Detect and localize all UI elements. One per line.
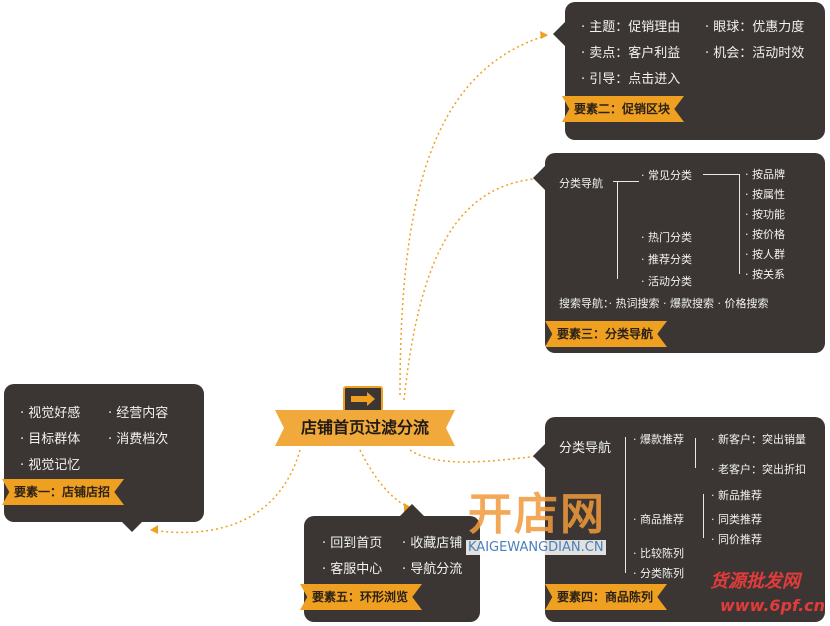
el4-compare: · 比较陈列 (633, 547, 684, 560)
connector-to-el1 (149, 449, 301, 534)
el3-root: 分类导航 (559, 177, 603, 190)
el4-ribbon: 要素四：商品陈列 (545, 584, 668, 610)
el2-item-1: · 主题：促销理由 (581, 20, 681, 35)
el3-act: · 活动分类 (641, 275, 692, 288)
connector-to-el5 (359, 449, 413, 509)
el2-item-2: · 眼球：优惠力度 (705, 20, 805, 35)
el3-line-leaves (739, 174, 740, 274)
el3-leaf-2: · 按属性 (745, 188, 785, 201)
el4-old-cust: · 老客户：突出折扣 (711, 463, 806, 476)
el5-ribbon: 要素五：环形浏览 (300, 584, 423, 610)
el1-item-3: · 目标群体 (20, 432, 81, 447)
el3-leaf-6: · 按关系 (745, 268, 785, 281)
central-title: 店铺首页过滤分流 (275, 410, 455, 446)
el4-prod-leaf-1: · 新品推荐 (711, 489, 762, 502)
el3-ribbon: 要素三：分类导航 (545, 321, 668, 347)
el2-ribbon: 要素二：促销区块 (562, 96, 685, 122)
el3-line-common (703, 174, 739, 175)
el3-leaf-5: · 按人群 (745, 248, 785, 261)
el4-line-hot (695, 438, 696, 468)
watermark-corner2: www.6pf.cn (720, 596, 826, 615)
el4-root: 分类导航 (559, 441, 612, 456)
connector-to-el2 (399, 34, 549, 396)
watermark-logo: 开店网 (468, 489, 606, 540)
el5-item-4: · 导航分流 (402, 562, 463, 577)
el4-line-vert (625, 437, 626, 573)
el4-line-prod (703, 494, 704, 538)
el3-rec: · 推荐分类 (641, 253, 692, 266)
el3-leaf-4: · 按价格 (745, 228, 785, 241)
element3-box: 分类导航 · 常见分类 · 热门分类 · 推荐分类 · 活动分类 · 按品牌 ·… (545, 153, 825, 353)
el1-item-1: · 视觉好感 (20, 406, 81, 421)
el1-pointer (120, 520, 144, 532)
el4-hot: · 爆款推荐 (633, 433, 684, 446)
el3-line-vert (617, 181, 618, 279)
el4-prod: · 商品推荐 (633, 513, 684, 526)
el4-cat: · 分类陈列 (633, 567, 684, 580)
el3-hot: · 热门分类 (641, 231, 692, 244)
connector-to-el3 (403, 177, 549, 401)
el3-leaf-3: · 按功能 (745, 208, 785, 221)
el3-search-nav: 搜索导航：· 热词搜索 · 爆款搜索 · 价格搜索 (559, 297, 769, 310)
watermark-url: KAIGEWANGDIAN.CN (466, 540, 606, 555)
el1-item-4: · 消费档次 (108, 432, 169, 447)
el2-item-4: · 机会：活动时效 (705, 46, 805, 61)
el4-new-cust: · 新客户：突出销量 (711, 433, 806, 446)
el1-item-2: · 经营内容 (108, 406, 169, 421)
el3-pointer (533, 166, 545, 190)
central-icon (343, 386, 383, 414)
el4-prod-leaf-3: · 同价推荐 (711, 533, 762, 546)
watermark-corner1: 货源批发网 (710, 571, 800, 592)
el2-pointer (553, 22, 565, 46)
el5-pointer (400, 504, 424, 516)
element2-box: · 主题：促销理由 · 眼球：优惠力度 · 卖点：客户利益 · 机会：活动时效 … (565, 2, 825, 140)
el1-item-5: · 视觉记忆 (20, 458, 81, 473)
el5-item-3: · 客服中心 (322, 562, 383, 577)
el3-common: · 常见分类 (641, 169, 692, 182)
el3-line-root (613, 181, 639, 182)
connector-to-el4 (409, 449, 549, 463)
el3-leaf-1: · 按品牌 (745, 168, 785, 181)
el5-item-2: · 收藏店铺 (402, 536, 463, 551)
el4-pointer (533, 444, 545, 468)
el4-prod-leaf-2: · 同类推荐 (711, 513, 762, 526)
el1-ribbon: 要素一：店铺店招 (2, 479, 125, 505)
el5-item-1: · 回到首页 (322, 536, 383, 551)
el2-item-3: · 卖点：客户利益 (581, 46, 681, 61)
el2-item-5: · 引导：点击进入 (581, 72, 681, 87)
